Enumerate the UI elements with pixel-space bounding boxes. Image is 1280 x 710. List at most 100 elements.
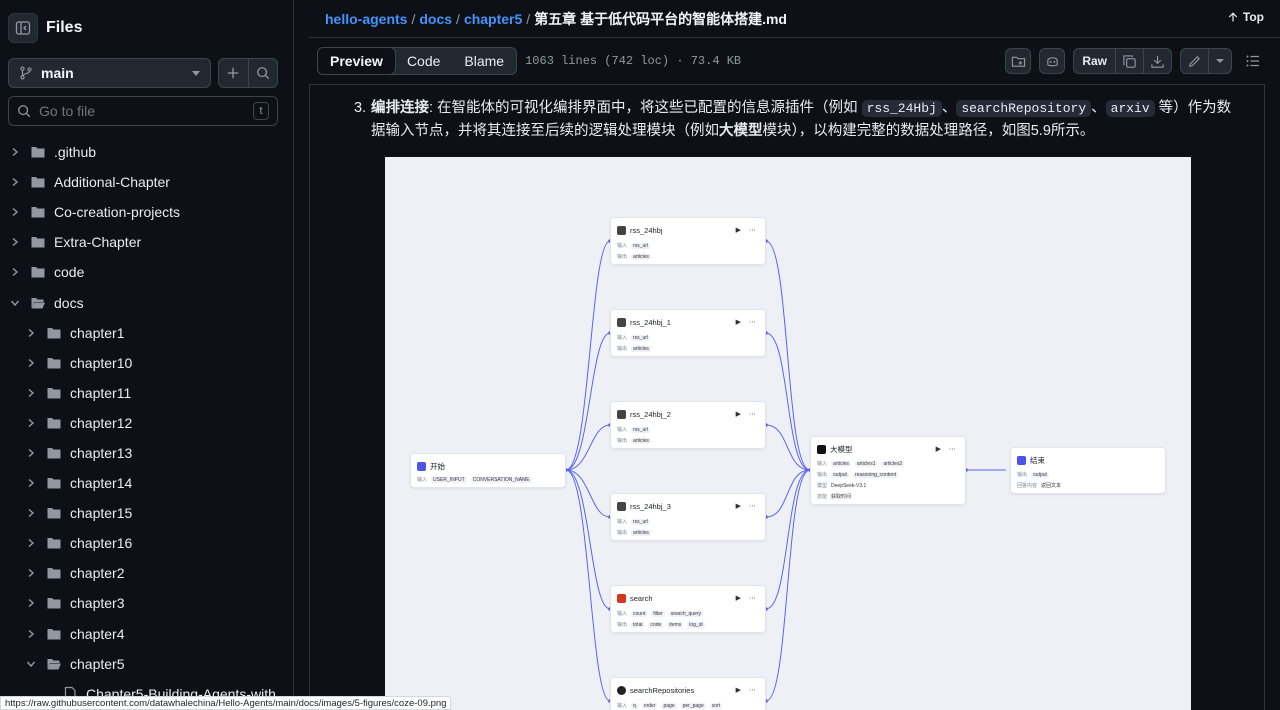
file-tree-folder[interactable]: chapter11 — [0, 378, 293, 408]
rss-icon — [617, 317, 626, 327]
chevron-right-icon[interactable] — [24, 598, 38, 608]
outline-button[interactable] — [1240, 48, 1266, 74]
tab-code[interactable]: Code — [406, 53, 441, 69]
param-tag: items — [667, 621, 684, 628]
edit-options-dropdown[interactable] — [1208, 49, 1231, 73]
chevron-right-icon[interactable] — [24, 568, 38, 578]
folder-icon — [46, 325, 62, 341]
file-tree-folder[interactable]: chapter13 — [0, 438, 293, 468]
file-header: hello-agents / docs / chapter5 / 第五章 基于低… — [309, 0, 1280, 38]
tab-blame[interactable]: Blame — [464, 53, 505, 69]
edit-file-button[interactable] — [1181, 49, 1208, 73]
file-tree-folder[interactable]: chapter10 — [0, 348, 293, 378]
folder-icon — [46, 415, 62, 431]
chevron-right-icon[interactable] — [24, 418, 38, 428]
arrow-up-icon — [1228, 12, 1238, 22]
chevron-right-icon[interactable] — [8, 147, 22, 157]
file-tree-folder[interactable]: chapter15 — [0, 498, 293, 528]
tree-item-label: chapter2 — [70, 565, 125, 582]
breadcrumb-docs-link[interactable]: docs — [419, 10, 453, 27]
tab-preview[interactable]: Preview — [317, 47, 396, 75]
add-file-button[interactable] — [219, 59, 248, 87]
chevron-right-icon[interactable] — [24, 508, 38, 518]
branch-selector[interactable]: main — [8, 58, 211, 88]
param-tag: output — [831, 471, 849, 478]
folder-icon — [30, 264, 46, 280]
breadcrumb-repo-link[interactable]: hello-agents — [325, 10, 408, 27]
chevron-down-icon[interactable] — [8, 298, 22, 308]
file-tree-folder[interactable]: docs — [0, 287, 293, 317]
file-tree-folder[interactable]: chapter2 — [0, 558, 293, 588]
file-tree-folder[interactable]: chapter4 — [0, 619, 293, 649]
file-tree-folder[interactable]: chapter16 — [0, 528, 293, 558]
file-tree-folder[interactable]: Additional-Chapter — [0, 167, 293, 197]
file-tree-folder[interactable]: chapter3 — [0, 588, 293, 618]
inline-code: rss_24Hbj — [861, 100, 942, 117]
folder-plus-icon — [1011, 56, 1025, 67]
chevron-right-icon[interactable] — [8, 207, 22, 217]
raw-button[interactable]: Raw — [1082, 54, 1107, 68]
run-node-icon: ▶ ⋯ — [735, 503, 759, 510]
model-name: DeepSeek-V3.1 — [831, 482, 867, 489]
chevron-right-icon[interactable] — [24, 358, 38, 368]
list-unordered-icon — [1246, 55, 1259, 67]
sidebar-title: Files — [46, 19, 83, 36]
tree-item-label: chapter5 — [70, 655, 125, 672]
sidebar-header: Files — [8, 12, 82, 44]
param-tag: rss_url — [631, 426, 651, 433]
chevron-right-icon[interactable] — [8, 177, 22, 187]
chevron-right-icon[interactable] — [8, 237, 22, 247]
breadcrumb-chapter5-link[interactable]: chapter5 — [463, 10, 523, 27]
node-header: searchRepositories▶ ⋯ — [617, 684, 759, 696]
chevron-right-icon[interactable] — [24, 388, 38, 398]
param-tag: sort — [709, 702, 723, 709]
search-files-button[interactable] — [247, 59, 278, 87]
copy-raw-button[interactable] — [1115, 49, 1143, 73]
file-tree-folder[interactable]: Extra-Chapter — [0, 227, 293, 257]
copilot-folder-button[interactable] — [1005, 48, 1032, 74]
copilot-button[interactable] — [1039, 48, 1066, 74]
file-tree-folder[interactable]: chapter1 — [0, 318, 293, 348]
node-title: 结束 — [1030, 455, 1045, 465]
chevron-right-icon[interactable] — [24, 328, 38, 338]
github-icon — [617, 685, 626, 695]
list-item-number: 3. — [354, 100, 367, 116]
file-tree-folder[interactable]: chapter5 — [0, 649, 293, 679]
chevron-right-icon[interactable] — [24, 478, 38, 488]
chevron-right-icon[interactable] — [8, 267, 22, 277]
file-tree-folder[interactable]: code — [0, 257, 293, 287]
search-icon — [256, 67, 269, 80]
file-tree-folder[interactable]: chapter12 — [0, 408, 293, 438]
go-to-file-input[interactable] — [39, 103, 239, 119]
file-tree-folder[interactable]: chapter14 — [0, 468, 293, 498]
go-to-file-search[interactable]: t — [8, 96, 278, 126]
file-tree-folder[interactable]: .github — [0, 137, 293, 167]
file-tree-folder[interactable]: Co-creation-projects — [0, 197, 293, 227]
node-skill-row: 技能获取时间 — [817, 493, 851, 500]
download-button[interactable] — [1143, 49, 1171, 73]
back-to-top-button[interactable]: Top — [1227, 10, 1264, 24]
collapse-sidebar-button[interactable] — [8, 13, 38, 43]
param-tag: articles — [631, 345, 651, 352]
folder-icon — [30, 234, 46, 250]
row-label: 输出 — [817, 472, 828, 478]
node-title: rss_24hbj_1 — [630, 317, 671, 327]
chevron-right-icon[interactable] — [24, 448, 38, 458]
chevron-right-icon[interactable] — [24, 629, 38, 639]
chevron-right-icon[interactable] — [24, 538, 38, 548]
chevron-down-icon[interactable] — [24, 659, 38, 669]
param-tag: output — [1031, 471, 1049, 478]
